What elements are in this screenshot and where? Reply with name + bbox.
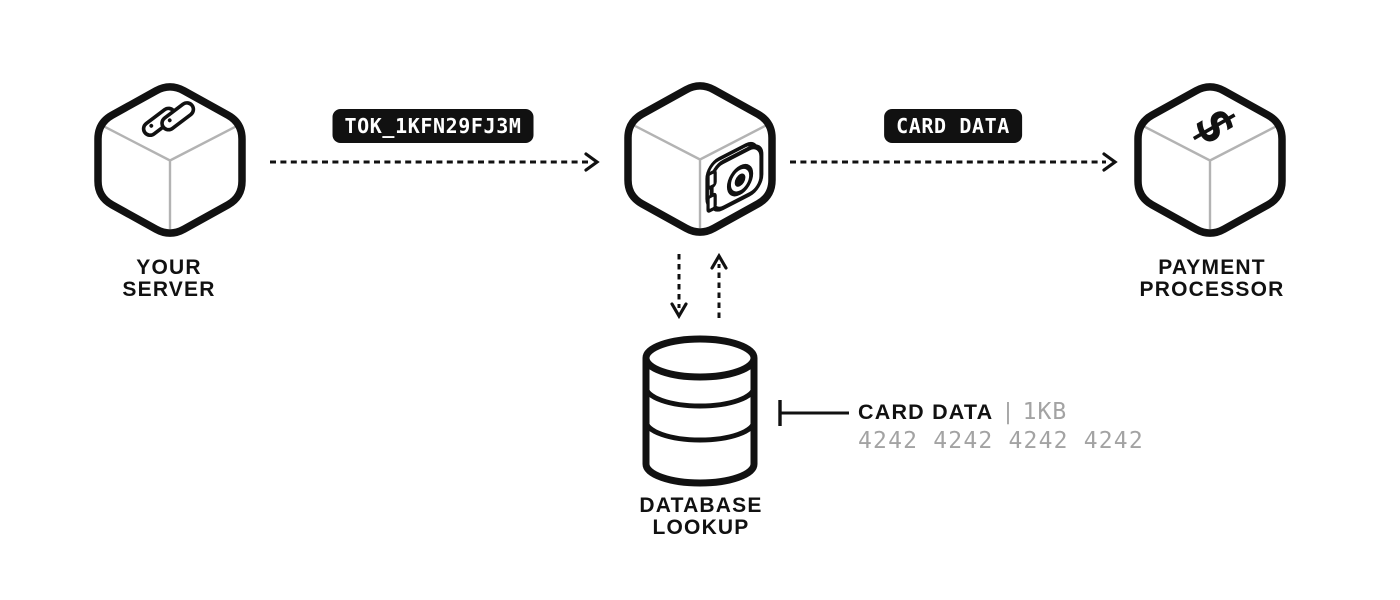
- arrow-server-to-vault: [270, 152, 600, 172]
- card-data-edge-label: CARD DATA: [884, 109, 1022, 143]
- vault-door-icon: [705, 141, 764, 213]
- server-racks-icon: [141, 101, 196, 138]
- database-lookup-label-line1: DATABASE: [639, 494, 763, 517]
- callout-title: CARD DATA: [858, 400, 994, 424]
- database-lookup-label-line2: LOOKUP: [652, 516, 750, 539]
- callout-size: 1KB: [1022, 399, 1068, 425]
- database-cylinder-icon: [642, 335, 758, 487]
- callout-leader-line: [778, 400, 849, 426]
- payment-processor-label: PAYMENT PROCESSOR: [1140, 257, 1285, 301]
- arrow-vault-to-processor: [790, 152, 1118, 172]
- payment-processor-label-line2: PROCESSOR: [1139, 278, 1285, 301]
- database-lookup-label: DATABASE LOOKUP: [639, 495, 762, 539]
- token-edge-label: TOK_1KFN29FJ3M: [332, 109, 534, 143]
- callout-separator: |: [1001, 400, 1015, 425]
- server-label-line1: YOUR: [136, 256, 202, 279]
- database-callout-header: CARD DATA | 1KB: [858, 399, 1067, 425]
- vault-cube-icon: [628, 86, 772, 232]
- server-label-line2: SERVER: [122, 278, 216, 301]
- arrow-vault-to-database: [670, 254, 688, 320]
- dollar-cube-icon: $: [1138, 87, 1282, 233]
- payment-processor-label-line1: PAYMENT: [1158, 256, 1266, 279]
- server-cube-icon: [98, 87, 242, 233]
- server-label: YOUR SERVER: [122, 257, 215, 301]
- callout-card-number: 4242 4242 4242 4242: [858, 428, 1144, 454]
- arrow-database-to-vault: [710, 252, 728, 318]
